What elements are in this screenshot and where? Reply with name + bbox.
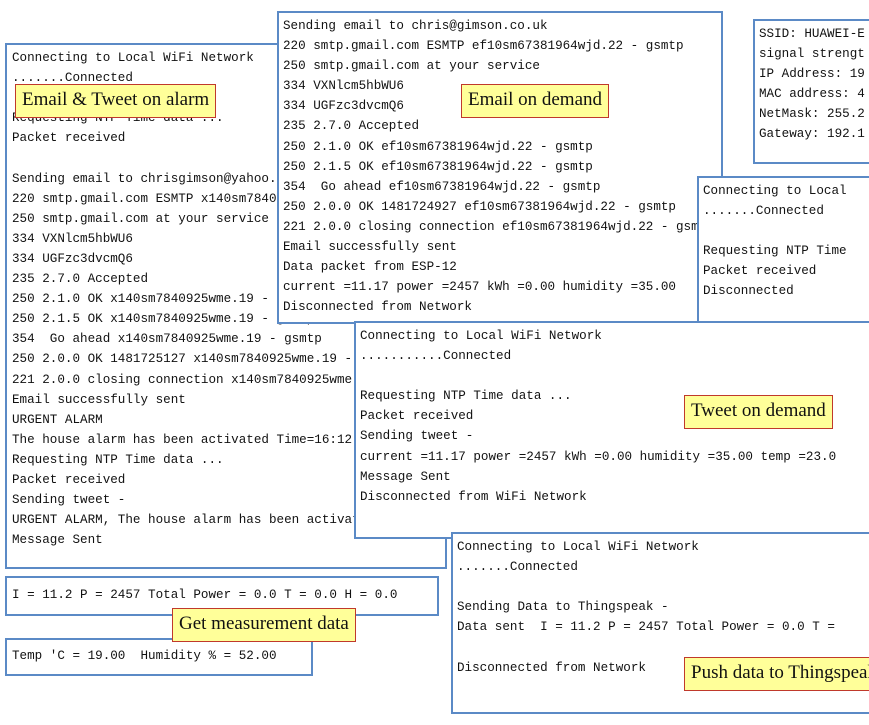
console-line: Email successfully sent (283, 240, 457, 255)
console-line: The house alarm has been activated Time=… (12, 432, 375, 447)
console-output: Connecting to Local WiFi Network .......C… (12, 48, 445, 550)
callout-push-thingspeak: Push data to Thingspeak (684, 657, 869, 691)
console-line: .......Connected (457, 560, 578, 575)
console-line: signal strengt (759, 47, 865, 62)
console-line: Connecting to Local WiFi Network (457, 540, 699, 554)
console-line: Message Sent (12, 533, 103, 548)
console-line: MAC address: 4 (759, 87, 865, 102)
console-line: SSID: HUAWEI-E (759, 27, 865, 41)
console-line: IP Address: 19 (759, 67, 865, 82)
console-line: current =11.17 power =2457 kWh =0.00 hum… (283, 280, 676, 295)
console-line: 334 VXNlcm5hbWU6 (12, 231, 133, 246)
console-line: Disconnected from WiFi Network (360, 489, 587, 504)
callout-email-tweet-alarm: Email & Tweet on alarm (15, 84, 217, 118)
console-line: 235 2.7.0 Accepted (12, 272, 149, 287)
console-line: Disconnected from Network (457, 660, 646, 675)
serial-monitor-email-demand: Sending email to chris@gimson.co.uk 220 s… (277, 11, 723, 324)
console-line: Requesting NTP Time (703, 244, 847, 259)
console-line: URGENT ALARM (12, 412, 103, 427)
console-line: Sending Data to Thingspeak - (457, 600, 669, 615)
console-line: .......Connected (12, 71, 133, 86)
console-output: Temp 'C = 19.00 Humidity % = 52.00 (12, 646, 311, 666)
console-line: 250 2.1.0 OK ef10sm67381964wjd.22 - gsmt… (283, 139, 593, 154)
console-line: Sending email to chrisgimson@yahoo.com (12, 171, 300, 186)
console-line (703, 302, 869, 322)
console-line: Connecting to Local WiFi Network (360, 329, 602, 343)
console-line: 334 UGFzc3dvcmQ6 (12, 251, 133, 266)
callout-get-measurement: Get measurement data (172, 608, 356, 642)
console-line: Data packet from ESP-12 (283, 260, 457, 275)
console-line: 235 2.7.0 Accepted (283, 119, 420, 134)
serial-monitor-tweet-demand: Connecting to Local WiFi Network........… (354, 321, 869, 539)
console-line: Gateway: 192.1 (759, 127, 865, 142)
console-line: ...........Connected (360, 349, 512, 364)
console-line: 354 Go ahead ef10sm67381964wjd.22 - gsmt… (283, 179, 601, 194)
console-line: 250 2.1.5 OK ef10sm67381964wjd.22 - gsmt… (283, 159, 593, 174)
console-output: SSID: HUAWEI-E signal strengt IP Address: … (759, 24, 869, 145)
console-output: I = 11.2 P = 2457 Total Power = 0.0 T = … (12, 585, 437, 605)
console-line: Requesting NTP Time data ... (12, 452, 224, 467)
console-line: Packet received (12, 472, 126, 487)
callout-email-demand: Email on demand (461, 84, 610, 118)
console-line: Disconnected from Network (283, 300, 472, 315)
console-line (703, 221, 869, 241)
console-line: 354 Go ahead x140sm7840925wme.19 - gsmtp (12, 332, 322, 347)
console-line: 250 2.0.0 OK 1481724927 ef10sm67381964wj… (283, 199, 676, 214)
console-line: Sending tweet - (12, 493, 126, 508)
console-line: 220 smtp.gmail.com ESMTP ef10sm67381964w… (283, 39, 684, 54)
console-output: Sending email to chris@gimson.co.uk 220 s… (283, 16, 721, 317)
console-line: Packet received (703, 264, 817, 279)
console-line: .......Connected (703, 204, 824, 219)
console-line: Message Sent (360, 469, 451, 484)
callout-tweet-demand: Tweet on demand (684, 395, 833, 429)
console-line: 250 smtp.gmail.com at your service (12, 211, 269, 226)
serial-monitor-temperature: Temp 'C = 19.00 Humidity % = 52.00 (5, 638, 313, 676)
console-output: Connecting to Local WiFi Network .......C… (457, 537, 869, 678)
console-line (457, 637, 869, 657)
console-output: Connecting to Local WiFi Network........… (360, 326, 869, 507)
console-line: 334 VXNlcm5hbWU6 (283, 79, 404, 94)
console-line: Sending email to chris@gimson.co.uk (283, 19, 548, 33)
console-line: 334 UGFzc3dvcmQ6 (283, 99, 404, 114)
console-line: Disconnected (703, 284, 794, 299)
console-line: I = 11.2 P = 2457 Total Power = 0.0 T = … (12, 588, 398, 602)
console-line (360, 366, 869, 386)
console-line: current =11.17 power =2457 kWh =0.00 hum… (360, 449, 837, 464)
console-line: Sending tweet - (360, 429, 474, 444)
console-line: Temp 'C = 19.00 Humidity % = 52.00 (12, 649, 277, 663)
console-line: 221 2.0.0 closing connection x140sm78409… (12, 372, 436, 387)
console-line: 250 smtp.gmail.com at your service (283, 59, 540, 74)
console-line: Connecting to Local (703, 184, 847, 198)
console-line: Connecting to Local WiFi Network (12, 51, 254, 65)
console-line: Packet received (360, 409, 474, 424)
console-line: Packet received (12, 131, 126, 146)
console-line: Data sent I = 11.2 P = 2457 Total Power … (457, 620, 835, 635)
serial-monitor-network-info: SSID: HUAWEI-E signal strengt IP Address: … (753, 19, 869, 164)
console-line: Email successfully sent (12, 392, 186, 407)
console-line: Requesting NTP Time data ... (360, 389, 572, 404)
console-line (457, 577, 869, 597)
console-line: 221 2.0.0 closing connection ef10sm67381… (283, 219, 714, 234)
console-line: NetMask: 255.2 (759, 107, 865, 122)
serial-monitor-thingspeak: Connecting to Local WiFi Network .......C… (451, 532, 869, 714)
